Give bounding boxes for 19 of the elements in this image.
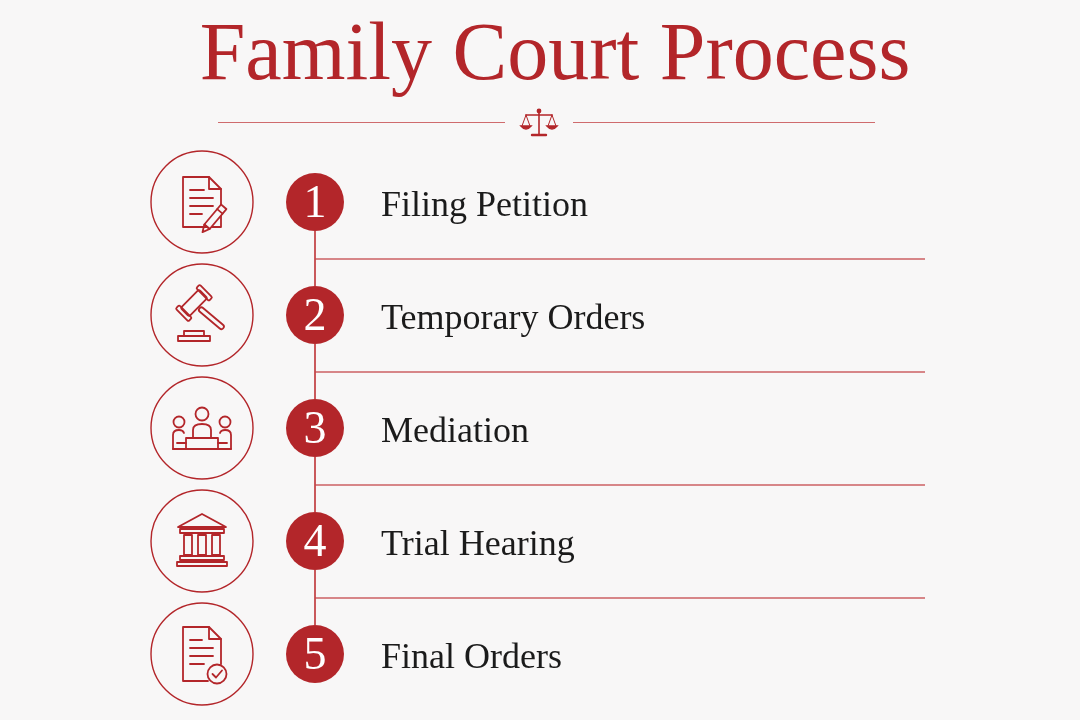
step-marker	[286, 625, 344, 683]
step-marker	[286, 512, 344, 570]
step-label: Mediation	[381, 412, 529, 448]
step-number: 3	[303, 405, 327, 451]
step-label: Temporary Orders	[381, 299, 646, 335]
step-number: 4	[303, 518, 327, 564]
step-marker	[286, 173, 344, 231]
step-label: Final Orders	[381, 638, 562, 674]
connector-line	[314, 230, 316, 287]
step-marker	[286, 286, 344, 344]
step-number: 1	[303, 179, 327, 225]
step-marker	[286, 399, 344, 457]
connector-line	[314, 569, 316, 626]
connector-line	[314, 343, 316, 400]
connector-line	[314, 456, 316, 513]
step-number: 5	[303, 631, 327, 677]
step-label: Filing Petition	[381, 186, 589, 222]
step-number: 2	[303, 292, 327, 338]
step-label: Trial Hearing	[381, 525, 575, 561]
